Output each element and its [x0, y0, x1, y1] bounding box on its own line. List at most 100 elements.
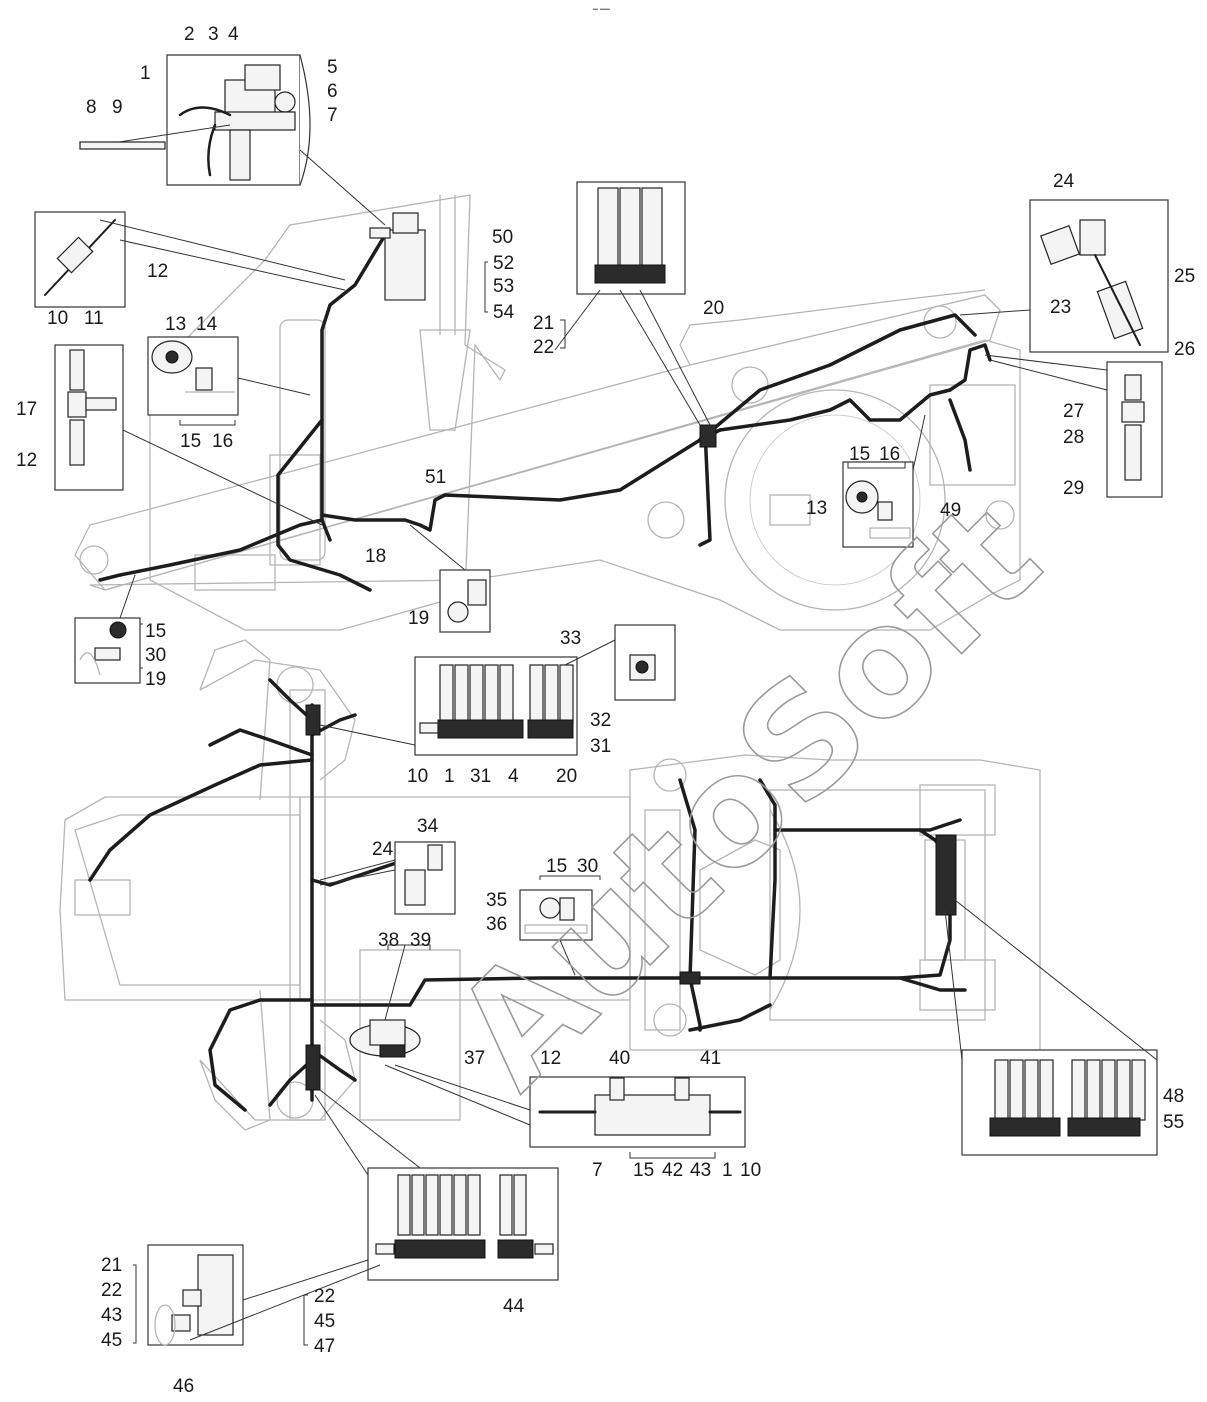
callout-39: 39	[410, 930, 431, 951]
callout-10-a: 10	[47, 308, 68, 329]
callout-13-b: 13	[806, 498, 827, 519]
callout-22-b: 22	[101, 1280, 122, 1301]
pump-37	[349, 1019, 421, 1058]
callout-27: 27	[1063, 401, 1084, 422]
inset-clip-35-36	[519, 889, 593, 941]
header-marker: ━ ━━	[592, 5, 610, 14]
callout-51: 51	[425, 467, 446, 488]
callout-29: 29	[1063, 478, 1084, 499]
upper-distributor	[699, 424, 717, 448]
callout-38: 38	[378, 930, 399, 951]
callout-10-b: 10	[407, 766, 428, 787]
top-view-machine-outline	[59, 639, 1041, 1131]
lower-lubrication-lines	[88, 678, 967, 1112]
callout-17: 17	[16, 399, 37, 420]
callout-32: 32	[590, 710, 611, 731]
callout-53: 53	[493, 276, 514, 297]
callout-47: 47	[314, 1336, 335, 1357]
callout-36: 36	[486, 914, 507, 935]
callout-9: 9	[112, 97, 123, 118]
callout-37: 37	[464, 1048, 485, 1069]
callout-34: 34	[417, 816, 439, 837]
callout-31-b: 31	[470, 766, 491, 787]
callout-12-a: 12	[147, 261, 168, 282]
callout-33: 33	[560, 628, 581, 649]
callout-30-a: 30	[145, 645, 166, 666]
callout-21-b: 21	[101, 1255, 122, 1276]
callout-6: 6	[327, 81, 338, 102]
watermark-text: AutoSoft	[422, 470, 1072, 1120]
callout-43-b: 43	[101, 1305, 122, 1326]
callout-24-a: 24	[1053, 171, 1075, 192]
callout-5: 5	[327, 57, 338, 78]
callout-15-c: 15	[145, 621, 166, 642]
callout-18: 18	[365, 546, 386, 567]
callout-15-e: 15	[633, 1160, 654, 1181]
callout-55: 55	[1163, 1112, 1184, 1133]
callout-28: 28	[1063, 427, 1084, 448]
inset-tee-fitting	[54, 344, 124, 491]
inset-pump-detail	[79, 54, 311, 186]
callout-19-b: 19	[145, 669, 166, 690]
inset-clip-19	[439, 569, 491, 633]
callout-20-b: 20	[556, 766, 577, 787]
callout-11: 11	[84, 308, 104, 329]
callout-49: 49	[940, 500, 961, 521]
callout-54: 54	[493, 302, 515, 323]
callout-50: 50	[492, 227, 513, 248]
inset-straight-fitting	[1106, 361, 1163, 498]
callout-13-a: 13	[165, 314, 186, 335]
inset-distributor-48	[961, 1049, 1158, 1156]
inset-distributor-44	[367, 1167, 559, 1281]
inset-union-fitting	[34, 211, 126, 308]
callout-23: 23	[1050, 297, 1071, 318]
callout-12-b: 12	[16, 450, 37, 471]
callout-48: 48	[1163, 1086, 1184, 1107]
callout-16-b: 16	[879, 444, 900, 465]
callout-3: 3	[208, 24, 219, 45]
callout-7-b: 7	[592, 1160, 603, 1181]
callout-46: 46	[173, 1376, 194, 1397]
inset-fitting-34	[394, 841, 456, 915]
inset-clip-45-46	[147, 1244, 244, 1346]
callout-1-c: 1	[722, 1160, 733, 1181]
inset-distributor-3	[576, 181, 686, 295]
callout-45-b: 45	[314, 1311, 335, 1332]
callout-1-b: 1	[444, 766, 455, 787]
callout-4-b: 4	[508, 766, 519, 787]
callout-labels: 1 2 3 4 5 6 7 8 9 10 11 12 13 14 15 16 1…	[16, 24, 1195, 1397]
inset-block-40-41	[529, 1076, 746, 1148]
callout-4: 4	[228, 24, 239, 45]
callout-19-a: 19	[408, 608, 429, 629]
callout-21-a: 21	[533, 313, 554, 334]
callout-20-a: 20	[703, 298, 724, 319]
leader-lines	[99, 149, 1158, 1341]
callout-12-c: 12	[540, 1048, 561, 1069]
inset-distributor-12	[414, 656, 578, 756]
inset-clip-33	[614, 624, 676, 701]
callout-16-a: 16	[212, 431, 233, 452]
callout-2: 2	[184, 24, 195, 45]
callout-35: 35	[486, 890, 507, 911]
callout-8: 8	[86, 97, 97, 118]
inset-wheel-clip	[842, 461, 914, 548]
callout-40: 40	[609, 1048, 630, 1069]
brackets	[133, 261, 906, 1346]
inset-elbow-fitting	[1029, 199, 1169, 353]
callout-24-b: 24	[372, 839, 394, 860]
callout-22-a: 22	[533, 337, 554, 358]
callout-25: 25	[1174, 266, 1195, 287]
callout-10-c: 10	[740, 1160, 761, 1181]
callout-15-a: 15	[180, 431, 201, 452]
callout-41: 41	[700, 1048, 721, 1069]
callout-26: 26	[1174, 339, 1195, 360]
callout-15-d: 15	[546, 856, 567, 877]
callout-1: 1	[140, 63, 151, 84]
callout-52: 52	[493, 253, 514, 274]
callout-31-a: 31	[590, 736, 611, 757]
lube-pump-assembly	[369, 212, 426, 301]
inset-clip-30	[74, 617, 141, 684]
callout-42: 42	[662, 1160, 683, 1181]
callout-43-a: 43	[690, 1160, 711, 1181]
